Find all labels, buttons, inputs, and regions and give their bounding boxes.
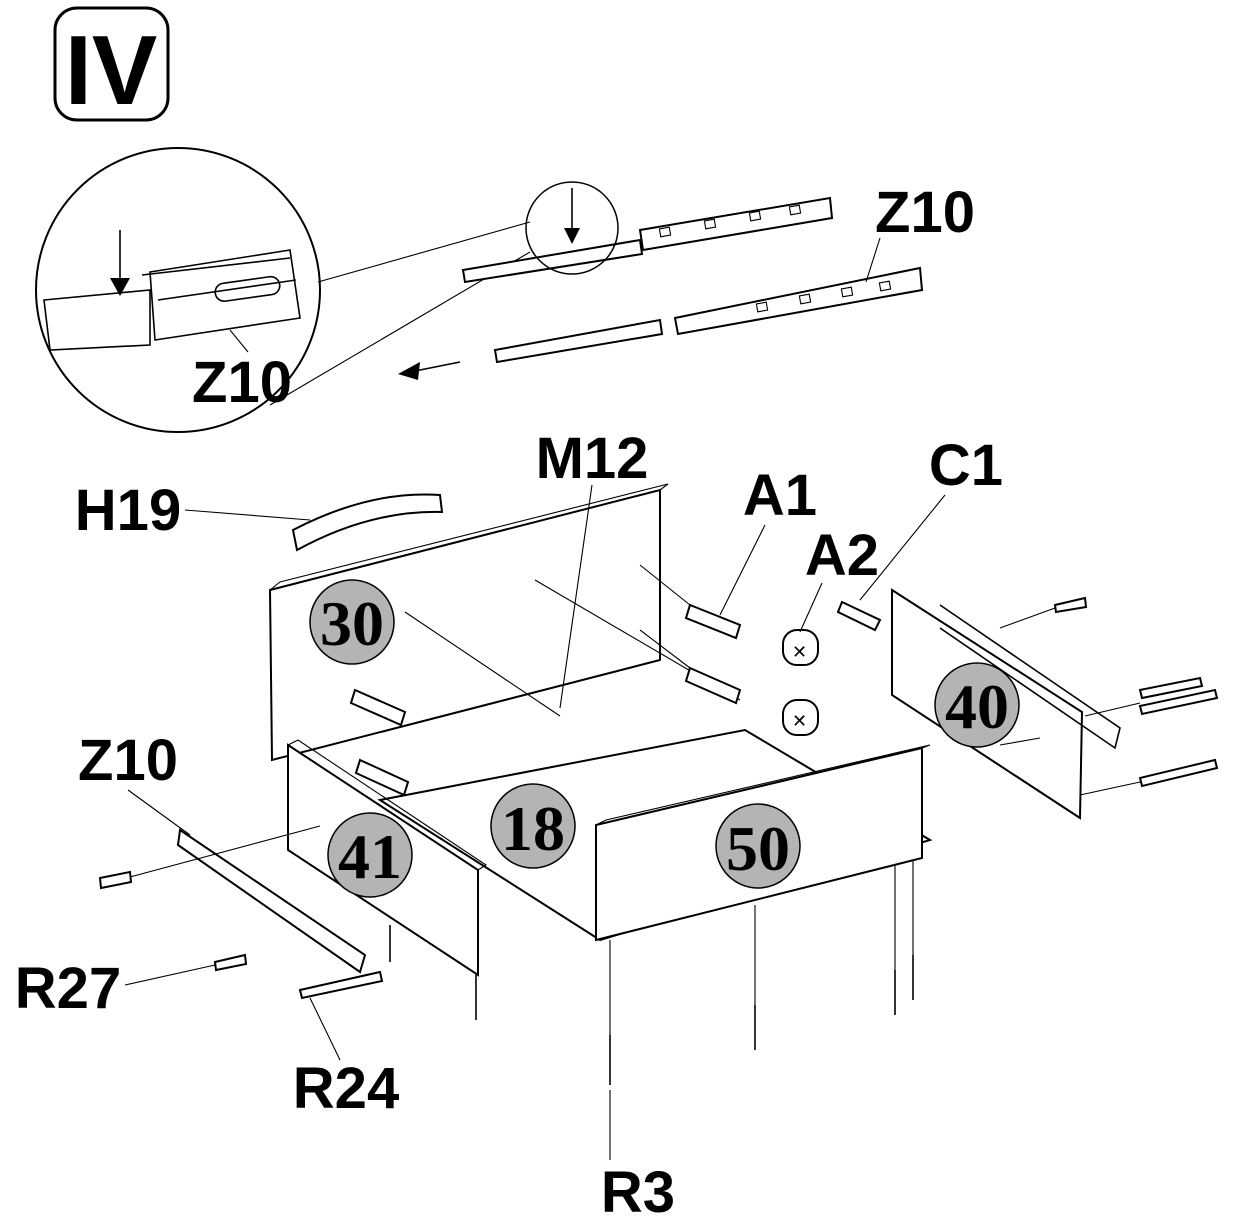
- panel-30: 30: [268, 483, 669, 762]
- label-a2: A2: [805, 523, 879, 588]
- detail-label-z10: Z10: [192, 350, 292, 415]
- part-18-label: 18: [501, 793, 565, 864]
- label-r24: R24: [293, 1056, 399, 1121]
- dowel-c1: [836, 600, 882, 632]
- handle-h19: [184, 493, 444, 552]
- label-r3: R3: [601, 1160, 675, 1223]
- drawer-rail-top: [461, 181, 834, 284]
- side-rail-z10: [98, 825, 384, 1000]
- label-m12: M12: [536, 426, 649, 491]
- svg-text:✕: ✕: [792, 642, 807, 663]
- label-c1: C1: [929, 433, 1003, 498]
- panel-41: 41: [287, 739, 488, 977]
- screws-r3: [389, 860, 914, 1160]
- label-r27: R27: [15, 956, 121, 1021]
- label-h19: H19: [75, 478, 181, 543]
- drawer-rail-bottom: [398, 266, 924, 380]
- part-41-label: 41: [338, 821, 402, 892]
- panel-50: 50: [595, 744, 931, 942]
- label-a1: A1: [743, 463, 817, 528]
- cam-fitting-a2: ✕ ✕: [782, 629, 819, 736]
- part-50-label: 50: [726, 813, 790, 884]
- screws-right: [999, 596, 1219, 796]
- label-z10-side: Z10: [78, 728, 178, 793]
- step-label: IV: [65, 15, 158, 125]
- part-40-label: 40: [945, 671, 1009, 742]
- detail-magnifier: Z10: [35, 147, 531, 433]
- part-30-label: 30: [320, 588, 384, 659]
- label-z10-top: Z10: [875, 180, 975, 245]
- svg-text:✕: ✕: [792, 711, 807, 732]
- panel-40: 40: [891, 588, 1121, 820]
- step-badge: IV: [53, 6, 170, 125]
